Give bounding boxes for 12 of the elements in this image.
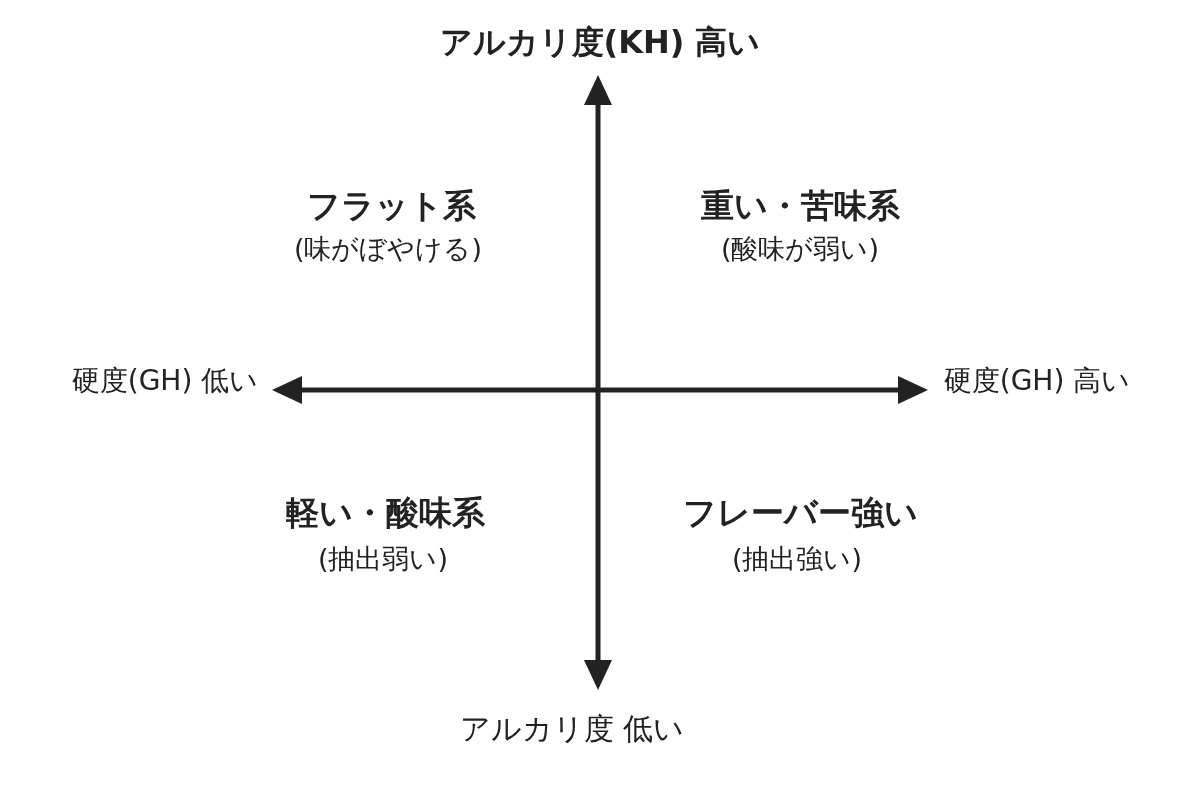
axis-label: 硬度(GH) 高い: [943, 364, 1131, 398]
quadrant-note: (抽出強い): [731, 543, 863, 575]
quadrant-note: (味がぼやける): [293, 233, 483, 265]
quadrant-title: フラット系: [306, 187, 476, 225]
quadrant-title: フレーバー強い: [682, 494, 918, 532]
quadrant-note: (酸味が弱い): [720, 233, 880, 265]
quadrant-title: 軽い・酸味系: [285, 494, 485, 532]
axis-label: アルカリ度 低い: [459, 711, 685, 747]
quadrant-title: 重い・苦味系: [700, 187, 900, 225]
axis-label: 硬度(GH) 低い: [71, 364, 259, 398]
axis-label: アルカリ度(KH) 高い: [439, 23, 761, 61]
quadrant-note: (抽出弱い): [317, 543, 449, 575]
